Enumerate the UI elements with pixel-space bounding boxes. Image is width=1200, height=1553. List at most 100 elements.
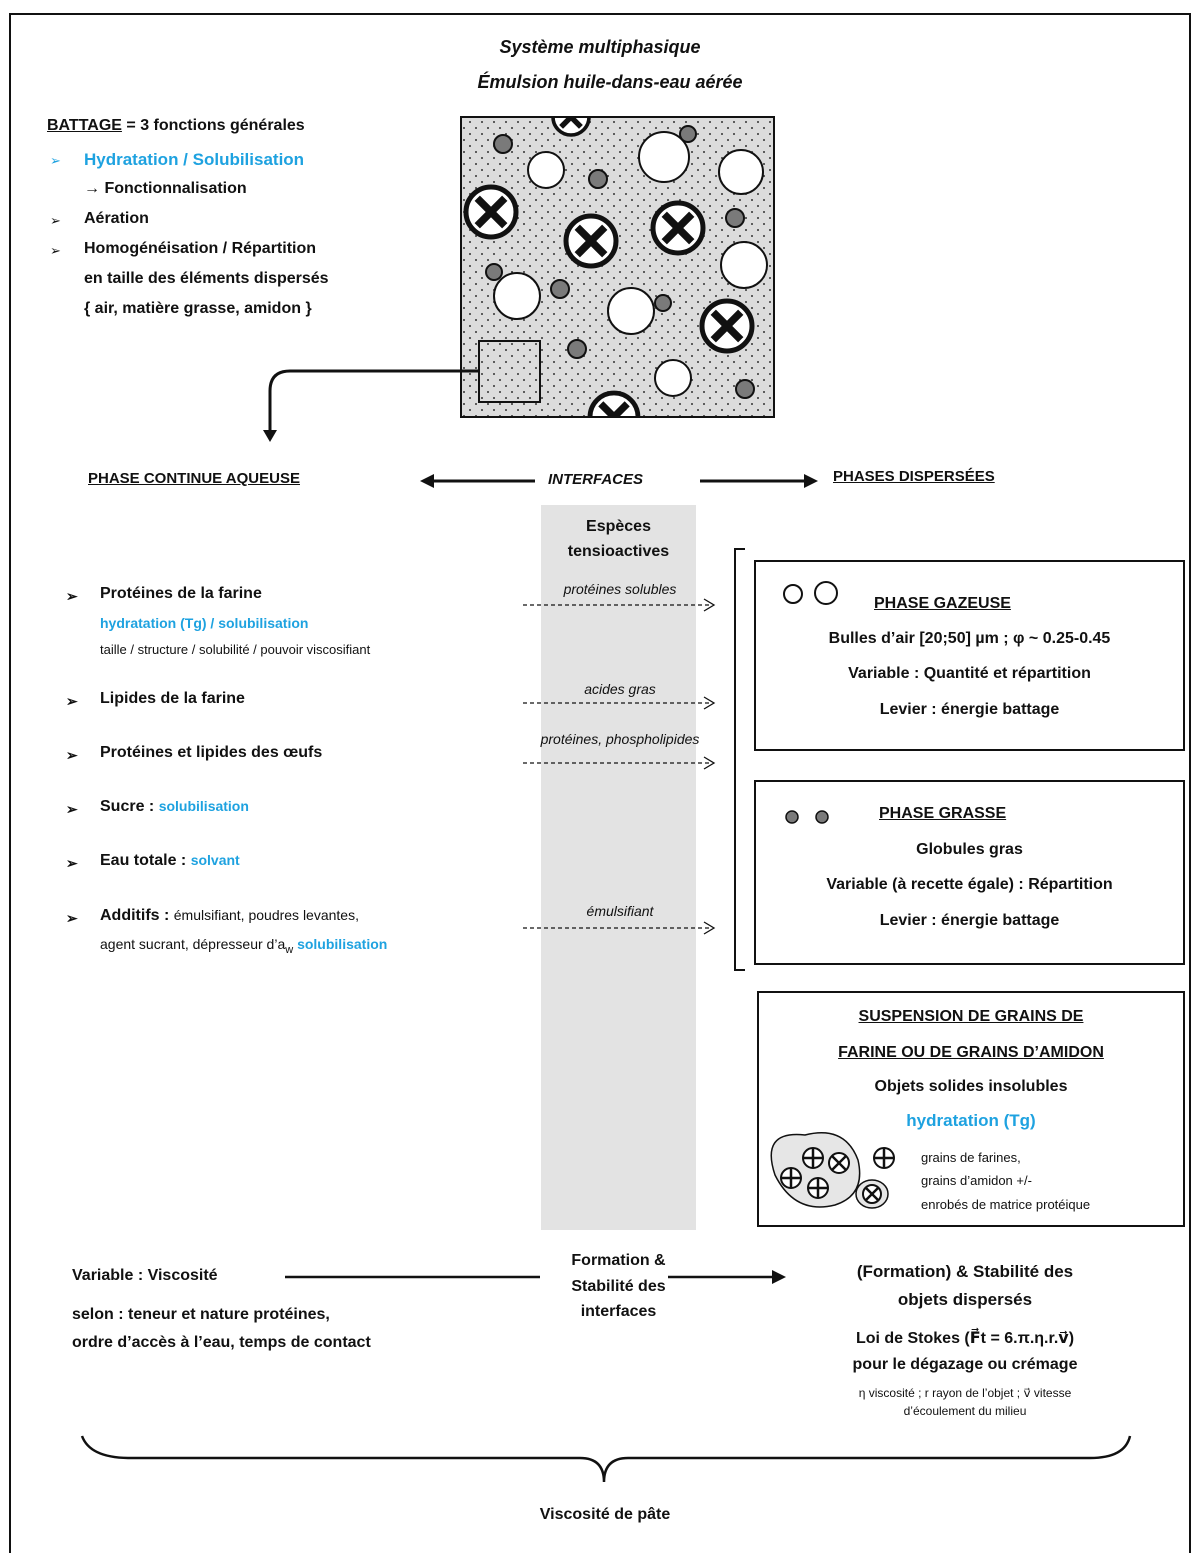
continue-item-oeufs: Protéines et lipides des œufs [100,744,323,761]
bullet-arrow-icon: ➢ [66,801,78,817]
suspension-g1: grains de farines, [921,1150,1021,1165]
continue-item-eau: Eau totale : solvant [100,852,240,870]
eau-blue: solvant [190,852,240,868]
air-bubble [607,287,655,335]
sucre-blue: solubilisation [158,798,249,814]
suspension-g2: grains d’amidon +/- [921,1173,1032,1188]
fat-globule [567,339,587,359]
title-line1: Système multiphasique [499,37,701,57]
continue-item-proteines-farine: Protéines de la farine [100,585,262,602]
fat-globule [493,134,513,154]
additifs-label: Additifs : [100,907,174,924]
stokes-note1: η viscosité ; r rayon de l’objet ; v⃗ vi… [858,1386,1072,1400]
air-bubble [527,151,565,189]
air-bubble [493,272,541,320]
phase-grasse-l3: Levier : énergie battage [879,912,1060,929]
additifs-blue: solubilisation [297,936,388,952]
emulsion-square [461,117,774,417]
air-bubble-icon [783,584,803,604]
battage-word: BATTAGE [47,117,122,134]
tensio-label-acides-gras: acides gras [584,681,656,697]
fat-globule-icon [785,810,799,824]
eau-label: Eau totale : [100,852,191,869]
zoom-arrow [268,369,479,430]
especes-line2: tensioactives [567,543,670,560]
phase-grasse-title: PHASE GRASSE [879,805,1007,822]
starch-grain-small [802,1147,824,1169]
stabilite-line1: (Formation) & Stabilité des [856,1262,1074,1281]
bullet-arrow-icon: ➢ [66,747,78,763]
phase-gazeuse-l1: Bulles d’air [20;50] µm ; φ ~ 0.25-0.45 [828,630,1111,647]
battage-item-3-sub2: { air, matière grasse, amidon } [84,300,312,317]
battage-item-1-sub: → Fonctionnalisation [84,180,247,197]
battage-rest: = 3 fonctions générales [121,117,305,134]
battage-item-1: Hydratation / Solubilisation [84,150,305,169]
continue-item-proteines-farine-detail: taille / structure / solubilité / pouvoi… [100,642,371,657]
tensio-label-proteines-phospholipides: protéines, phospholipides [540,731,700,747]
header-interfaces: INTERFACES [548,471,644,488]
bullet-arrow-icon: ➢ [66,910,78,926]
especes-line1: Espèces [586,518,651,535]
starch-grain [466,187,516,237]
battage-item-3-sub1: en taille des éléments dispersés [84,270,329,287]
additifs-detail: émulsifiant, poudres levantes, [173,907,359,923]
formation-line3: interfaces [580,1303,657,1320]
phase-gazeuse-l3: Levier : énergie battage [879,701,1060,718]
suspension-g3: enrobés de matrice protéique [921,1197,1091,1212]
header-phase-continue: PHASE CONTINUE AQUEUSE [88,470,300,487]
continue-item-proteines-farine-blue: hydratation (Tg) / solubilisation [100,615,309,631]
phase-gazeuse-title: PHASE GAZEUSE [874,595,1011,612]
suspension-title1: SUSPENSION DE GRAINS DE [858,1008,1084,1025]
phase-grasse-l1: Globules gras [916,841,1023,858]
bottom-brace [80,1435,1132,1483]
bracket [734,548,745,971]
fat-globule [679,125,697,143]
starch-grain-small [873,1147,895,1169]
selon-line2: ordre d’accès à l’eau, temps de contact [72,1334,371,1351]
formation-line2: Stabilité des [571,1278,666,1295]
bullet-arrow-icon: ➢ [66,588,78,604]
title-line2: Émulsion huile-dans-eau aérée [477,72,743,92]
tensio-label-emulsifiant: émulsifiant [586,903,654,919]
phase-gazeuse-l2: Variable : Quantité et répartition [848,665,1091,682]
formation-line1: Formation & [571,1252,666,1269]
air-bubble [638,131,690,183]
outer-frame [9,13,1191,1553]
air-bubble [720,241,768,289]
suspension-l2: hydratation (Tg) [906,1111,1036,1130]
starch-grain [702,301,752,351]
bullet-arrow-icon: ➢ [50,213,61,228]
starch-grain-small [862,1184,882,1204]
continue-item-additifs-line2: agent sucrant, dépresseur d’aw solubilis… [100,936,387,956]
fat-globule [654,294,672,312]
suspension-l1: Objets solides insolubles [874,1078,1068,1095]
battage-item-2: Aération [84,210,149,227]
fat-globule [550,279,570,299]
stokes-line2: pour le dégazage ou crémage [852,1356,1078,1373]
fat-globule-icon [815,810,829,824]
interfaces-band [541,505,696,1230]
phase-grasse-box: PHASE GRASSE Globules gras Variable (à r… [754,780,1185,965]
stokes-note2: d’écoulement du milieu [903,1404,1027,1418]
continue-item-lipides-farine: Lipides de la farine [100,690,245,707]
stabilite-line2: objets dispersés [897,1290,1033,1309]
fat-globule [735,379,755,399]
sucre-label: Sucre : [100,798,159,815]
phase-grasse-l2: Variable (à recette égale) : Répartition [826,876,1113,893]
viscosite-pate: Viscosité de pâte [539,1506,671,1523]
selon-line1: selon : teneur et nature protéines, [72,1306,330,1323]
starch-grain [566,216,616,266]
bullet-arrow-icon: ➢ [50,243,61,258]
suspension-box: SUSPENSION DE GRAINS DE FARINE OU DE GRA… [757,991,1185,1227]
suspension-title2: FARINE OU DE GRAINS D’AMIDON [838,1044,1104,1061]
stokes-law: Loi de Stokes (F⃗t = 6.π.η.r.v⃗) [855,1330,1075,1347]
variable-viscosite: Variable : Viscosité [72,1267,218,1284]
starch-grain-small [807,1177,829,1199]
additifs-detail2: agent sucrant, dépresseur d’a [100,936,286,952]
fat-globule [588,169,608,189]
starch-grain [653,203,703,253]
battage-item-3: Homogénéisation / Répartition [84,240,317,257]
tensio-label-proteines-solubles: protéines solubles [563,581,677,597]
phase-gazeuse-box: PHASE GAZEUSE Bulles d’air [20;50] µm ; … [754,560,1185,751]
